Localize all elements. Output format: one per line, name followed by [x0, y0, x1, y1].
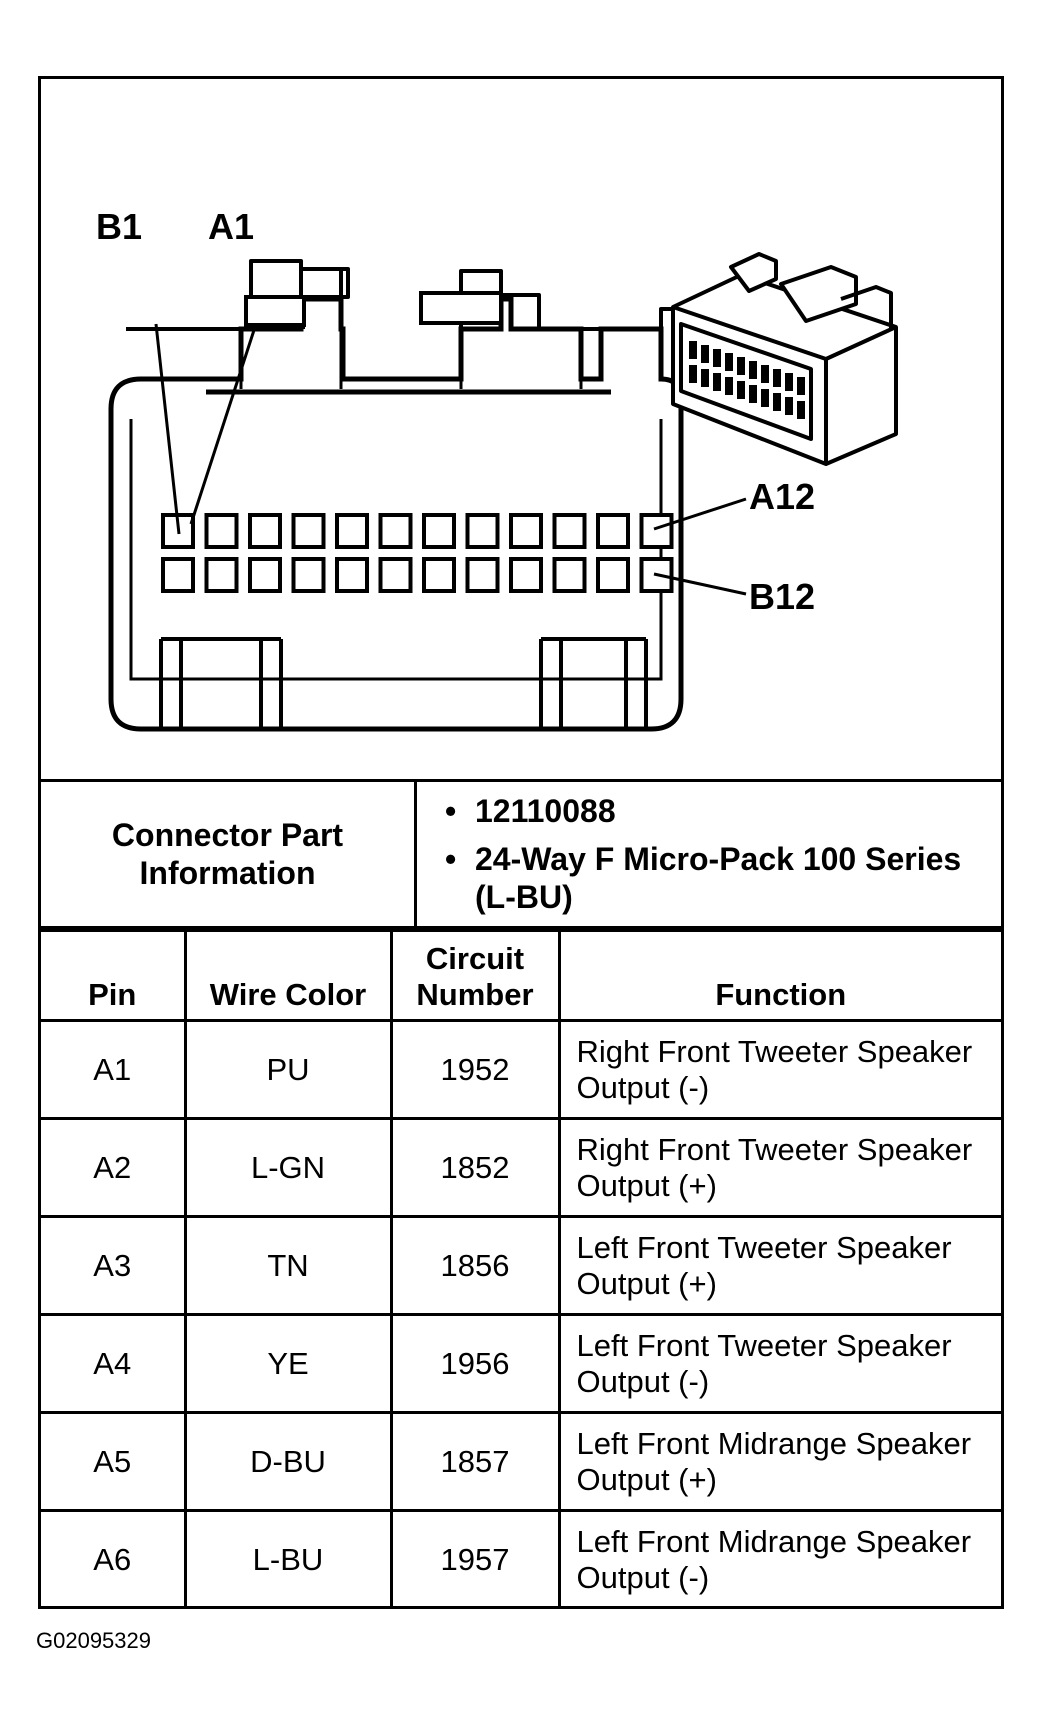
row-b-cavity [161, 557, 195, 593]
row-a-cavity [378, 513, 413, 549]
cell-wire-color: YE [183, 1313, 393, 1414]
part-number-item: • 12110088 [445, 792, 1001, 830]
connector-info-header: Connector Part Information [41, 782, 417, 926]
connector-body-outline [126, 259, 863, 381]
leader-b1 [154, 323, 181, 535]
cell-wire-color: L-BU [183, 1509, 393, 1609]
row-a-cavity [248, 513, 282, 549]
row-b-cavity [335, 557, 369, 593]
shell-outer [108, 296, 684, 732]
label-b1: B1 [96, 206, 143, 247]
label-a12: A12 [749, 476, 816, 517]
row-b-cavity [596, 557, 630, 593]
label-b12: B12 [749, 576, 816, 617]
bullet-icon: • [445, 793, 457, 829]
leader-b12 [653, 572, 747, 596]
row-a-cavity [509, 513, 543, 549]
latch-tab-left [244, 295, 306, 327]
cell-function: Left Front Tweeter Speaker Output (-) [557, 1313, 1001, 1414]
row-b-cavity [422, 557, 456, 593]
key-right [539, 637, 648, 729]
bullet-icon: • [445, 841, 457, 877]
cell-circuit-number: 1957 [389, 1509, 561, 1609]
cell-circuit-number: 1852 [389, 1117, 561, 1218]
table-header-row: Pin Wire Color Circuit Number Function [41, 929, 1001, 1022]
row-b-cavity [204, 557, 239, 593]
col-header-wire-color: Wire Color [183, 929, 393, 1022]
cell-pin: A2 [41, 1117, 187, 1218]
connector-info-list: • 12110088 • 24-Way F Micro-Pack 100 Ser… [417, 782, 1001, 926]
col-header-circuit-number: Circuit Number [389, 929, 561, 1022]
cell-circuit-number: 1956 [389, 1313, 561, 1414]
cell-pin: A4 [41, 1313, 187, 1414]
connector-diagram-frame: B1 A1 A12 B12 Connector Part Information… [38, 76, 1004, 1609]
row-b-cavity [378, 557, 413, 593]
leader-a12 [653, 497, 747, 531]
leader-a1 [189, 323, 258, 525]
cell-circuit-number: 1856 [389, 1215, 561, 1316]
cell-circuit-number: 1857 [389, 1411, 561, 1512]
key-left [159, 637, 283, 729]
cell-circuit-number: 1952 [389, 1019, 561, 1120]
row-a-cavity [204, 513, 239, 549]
row-b-cavity [509, 557, 543, 593]
cell-wire-color: TN [183, 1215, 393, 1316]
row-b-cavity [248, 557, 282, 593]
row-b-cavity [291, 557, 326, 593]
row-b-cavity [465, 557, 500, 593]
row-a-cavity [335, 513, 369, 549]
col-header-function: Function [557, 929, 1001, 1022]
row-a-cavity [465, 513, 500, 549]
row-b-cavity [552, 557, 587, 593]
row-a-cavity [422, 513, 456, 549]
cavity-row-b [161, 557, 674, 593]
cell-function: Right Front Tweeter Speaker Output (-) [557, 1019, 1001, 1120]
row-a-cavity [291, 513, 326, 549]
connector-type: 24-Way F Micro-Pack 100 Series (L-BU) [475, 841, 962, 915]
latch-tab-right [419, 291, 503, 325]
connector-isometric-view [671, 252, 898, 466]
connector-drawing [108, 252, 898, 732]
cell-function: Left Front Midrange Speaker Output (+) [557, 1411, 1001, 1512]
cell-function: Left Front Midrange Speaker Output (-) [557, 1509, 1001, 1609]
connector-part-info: Connector Part Information • 12110088 • … [41, 779, 1001, 929]
label-a1: A1 [208, 206, 255, 247]
col-header-pin: Pin [41, 929, 187, 1022]
cell-wire-color: D-BU [183, 1411, 393, 1512]
connector-face-diagram: B1 A1 A12 B12 [41, 79, 1001, 779]
pinout-table: Pin Wire Color Circuit Number Function A… [41, 929, 1001, 1609]
row-a-cavity [596, 513, 630, 549]
cell-pin: A6 [41, 1509, 187, 1609]
figure-code: G02095329 [36, 1628, 151, 1653]
part-number: 12110088 [475, 793, 616, 829]
cavity-row-a [161, 513, 674, 549]
cell-pin: A1 [41, 1019, 187, 1120]
connector-type-item: • 24-Way F Micro-Pack 100 Series (L-BU) [445, 840, 1001, 916]
cell-pin: A5 [41, 1411, 187, 1512]
row-a-cavity [552, 513, 587, 549]
cell-function: Right Front Tweeter Speaker Output (+) [557, 1117, 1001, 1218]
cell-function: Left Front Tweeter Speaker Output (+) [557, 1215, 1001, 1316]
cell-wire-color: PU [183, 1019, 393, 1120]
cell-wire-color: L-GN [183, 1117, 393, 1218]
cell-pin: A3 [41, 1215, 187, 1316]
row-a-cavity [639, 513, 674, 549]
